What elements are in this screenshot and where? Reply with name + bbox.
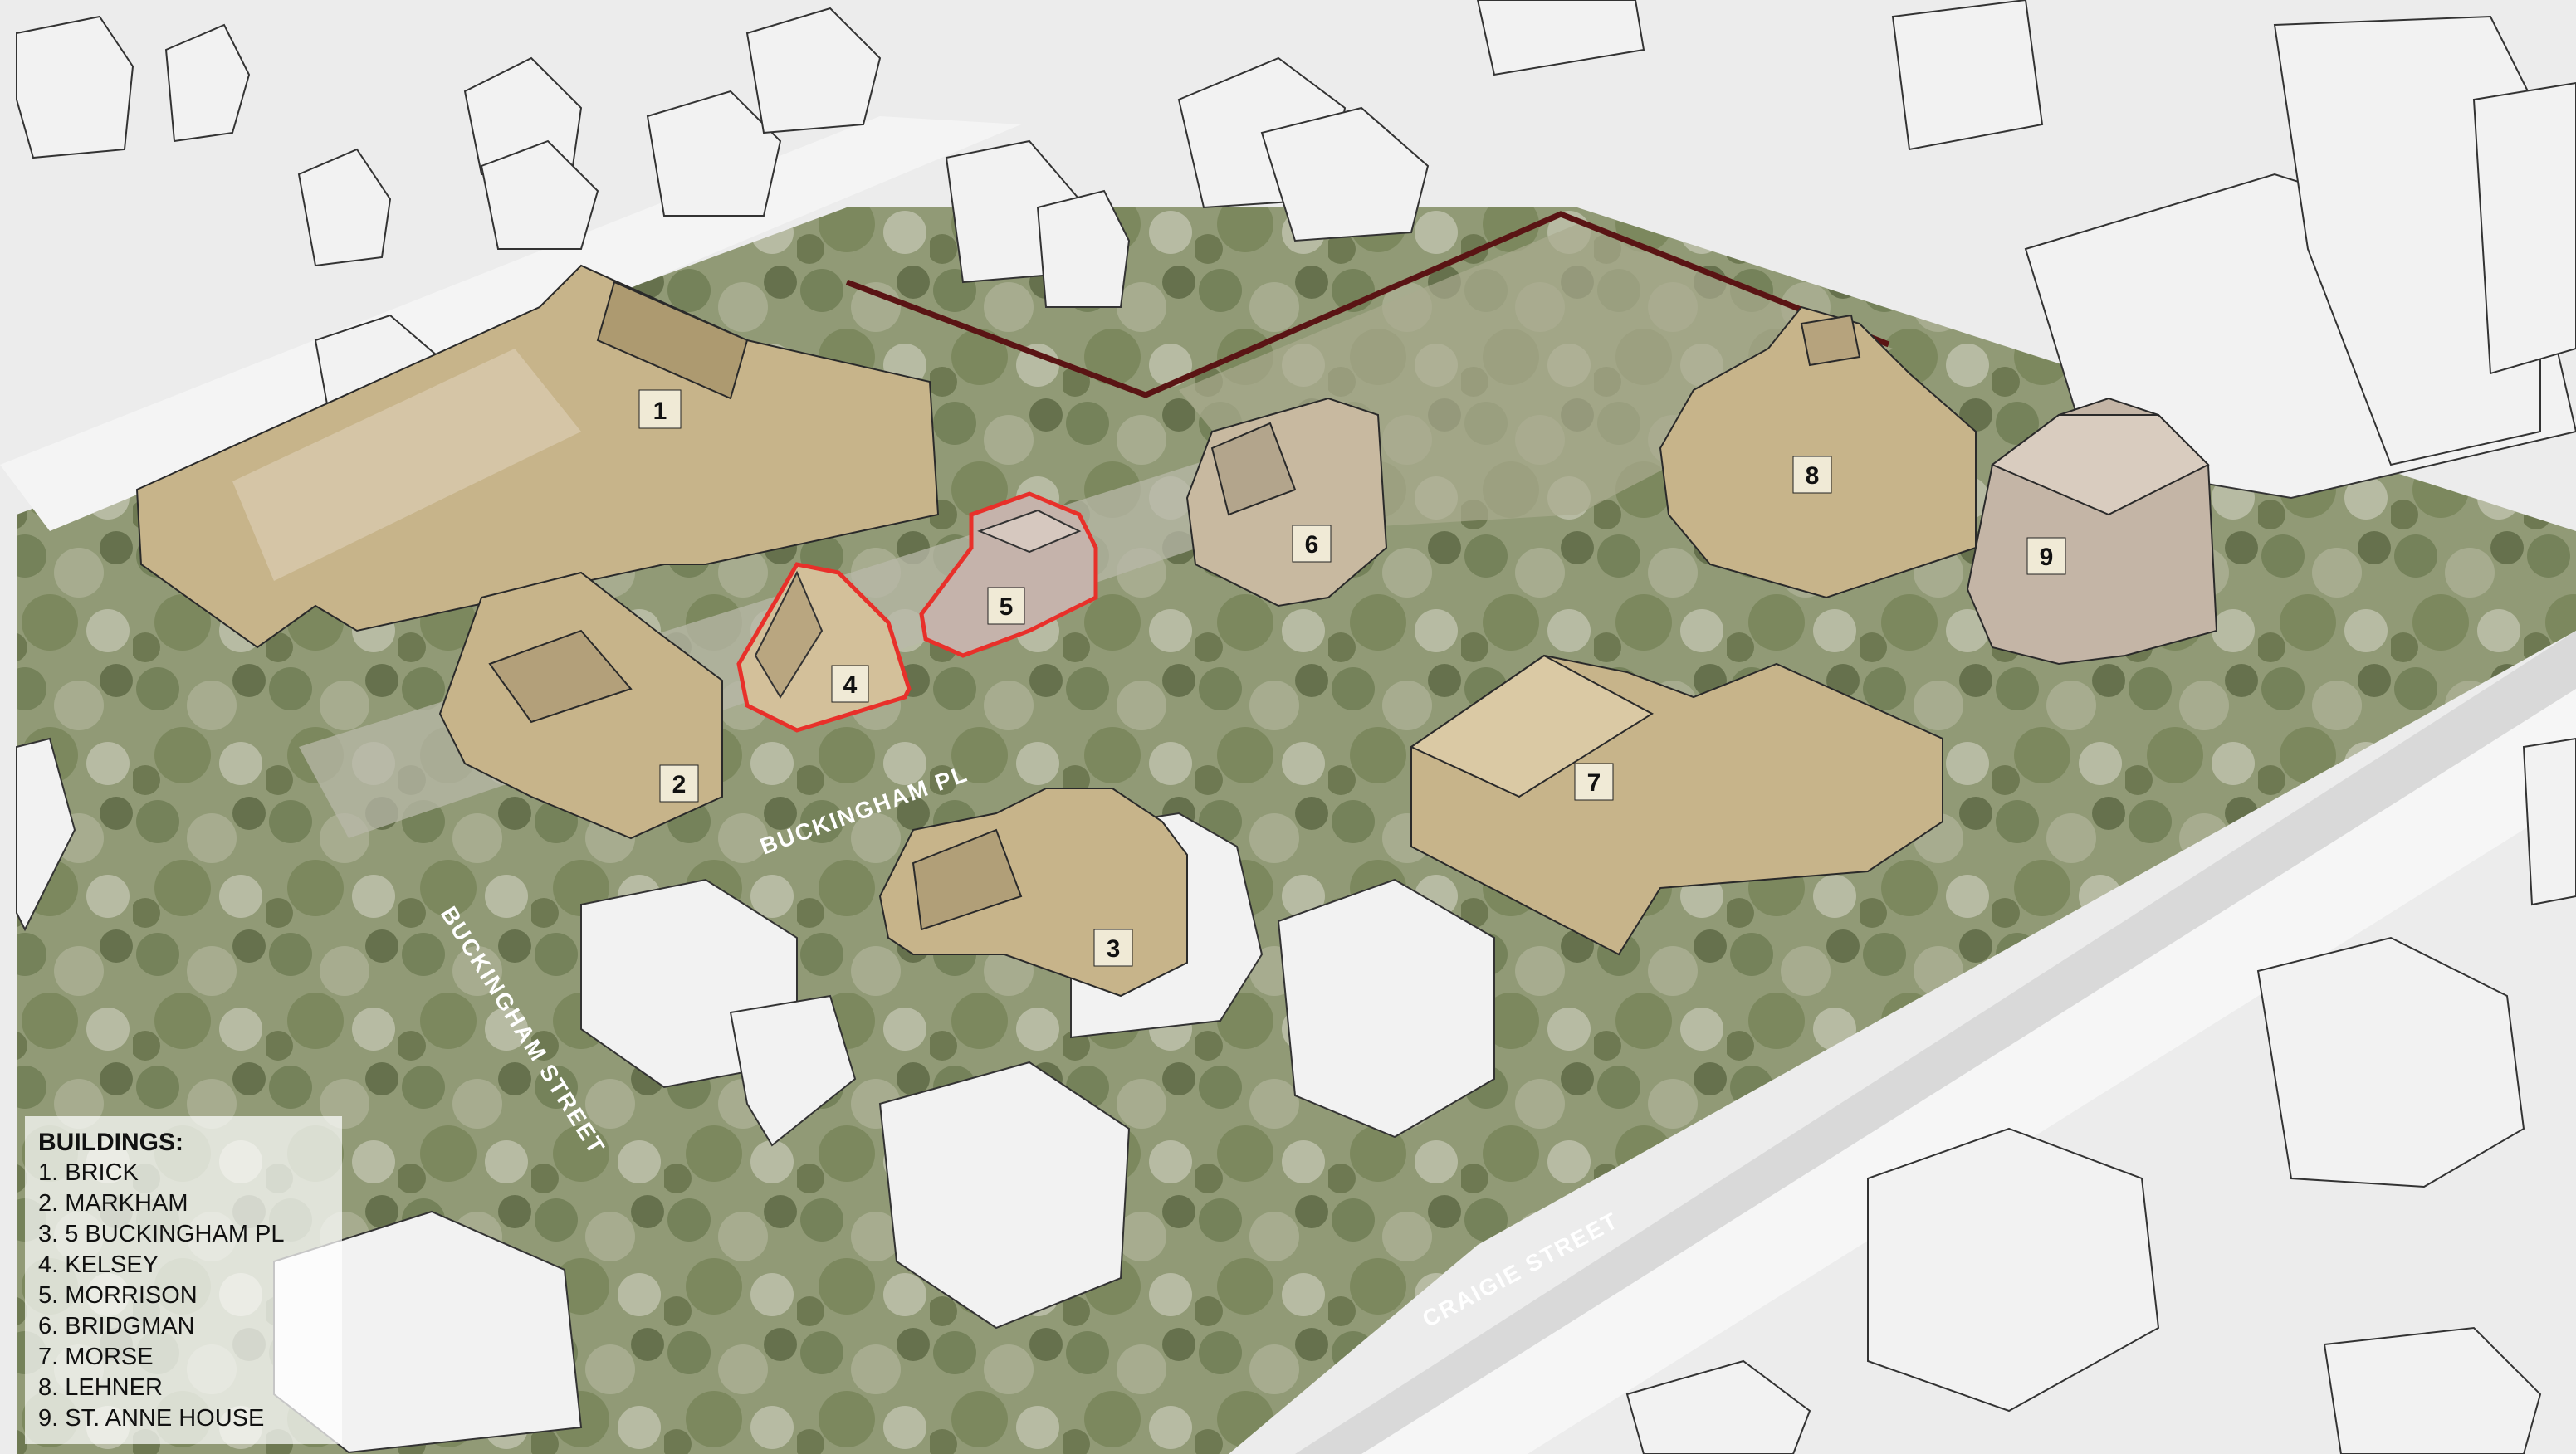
building-1: 1 xyxy=(135,264,940,649)
building-5-number: 5 xyxy=(1000,593,1014,621)
legend-item: 6. BRIDGMAN xyxy=(38,1313,195,1339)
building-7: 7 xyxy=(1409,654,1943,956)
building-8: 8 xyxy=(1659,305,1977,599)
building-6: 6 xyxy=(1185,397,1388,607)
building-8-number: 8 xyxy=(1806,462,1820,490)
street-craigie-edge xyxy=(1295,631,2576,1454)
building-4-number: 4 xyxy=(843,671,858,699)
building-3-number: 3 xyxy=(1107,935,1121,963)
building-3: 3 xyxy=(878,788,1188,998)
legend-item: 2. MARKHAM xyxy=(38,1190,188,1217)
building-2: 2 xyxy=(438,571,723,840)
legend-item: 8. LEHNER xyxy=(38,1374,163,1401)
building-4: 4 xyxy=(736,562,912,733)
legend-item: 1. BRICK xyxy=(38,1159,139,1186)
legend-item: 7. MORSE xyxy=(38,1344,154,1370)
legend-item: 4. KELSEY xyxy=(38,1252,159,1278)
context-buildings-north xyxy=(16,0,2576,500)
building-5: 5 xyxy=(919,491,1098,658)
building-9-number: 9 xyxy=(2040,544,2054,571)
context-buildings-south xyxy=(16,737,2576,1454)
buildings-legend: BUILDINGS: 1. BRICK 2. MARKHAM 3. 5 BUCK… xyxy=(25,1116,342,1444)
building-7-number: 7 xyxy=(1587,769,1601,797)
building-9: 9 xyxy=(1966,397,2218,666)
legend-item: 5. MORRISON xyxy=(38,1282,198,1309)
legend-item: 9. ST. ANNE HOUSE xyxy=(38,1405,265,1432)
building-1-number: 1 xyxy=(653,398,667,425)
legend-title: BUILDINGS: xyxy=(38,1129,183,1156)
building-6-number: 6 xyxy=(1305,531,1319,559)
building-2-number: 2 xyxy=(672,771,687,798)
legend-item: 3. 5 BUCKINGHAM PL xyxy=(38,1221,285,1247)
property-boundary-line xyxy=(845,211,1890,398)
